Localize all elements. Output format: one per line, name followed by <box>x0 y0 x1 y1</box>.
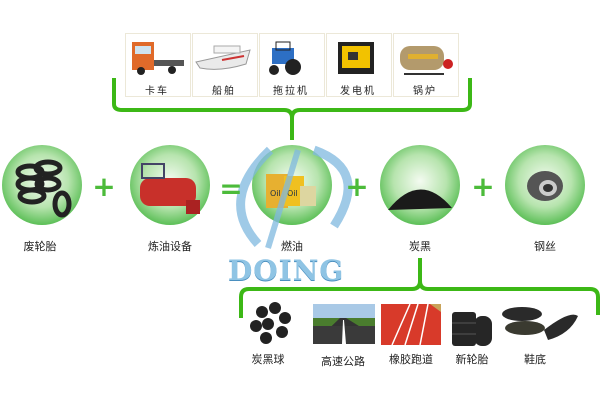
use-label-tractor: 拖拉机 <box>273 86 309 97</box>
use-label-ship: 船舶 <box>212 86 236 97</box>
steel-wire-icon <box>527 171 563 201</box>
plus-operator-3: + <box>471 170 494 203</box>
operators: + = + + <box>92 170 494 205</box>
circle-carbon-black <box>380 145 460 225</box>
plus-operator-1: + <box>92 170 115 203</box>
highway-icon <box>313 304 375 344</box>
truck-icon <box>132 42 184 75</box>
label-shoe-soles: 鞋底 <box>524 353 546 366</box>
generator-icon <box>338 42 374 74</box>
plus-operator-2: + <box>345 170 368 203</box>
carbon-black-icon <box>388 189 452 210</box>
use-label-boiler: 锅炉 <box>413 86 437 97</box>
label-new-tires: 新轮胎 <box>455 353 489 366</box>
label-steel-wire: 钢丝 <box>534 240 556 253</box>
doing-logo-text: DOING <box>228 254 345 287</box>
ship-icon <box>195 45 251 70</box>
tires-icon <box>15 159 72 218</box>
top-bracket <box>112 78 472 140</box>
label-rubber-track: 橡胶跑道 <box>389 353 433 366</box>
shoe-soles-icon <box>502 307 578 340</box>
label-highway: 高速公路 <box>321 355 365 368</box>
label-carbon-black: 炭黑 <box>409 240 431 253</box>
doing-logo-arcs <box>236 145 353 249</box>
boiler-icon <box>400 46 453 75</box>
label-fuel-oil: 燃油 <box>281 240 303 253</box>
equals-operator: = <box>219 172 242 205</box>
new-tires-icon <box>452 312 492 346</box>
use-label-truck: 卡车 <box>145 86 169 97</box>
rubber-track-icon <box>381 303 441 346</box>
svg-text:Oil: Oil <box>287 189 298 198</box>
label-carbon-balls: 炭黑球 <box>251 353 285 366</box>
use-label-generator: 发电机 <box>340 86 376 97</box>
carbon-balls-icon <box>250 302 291 344</box>
svg-text:Oil: Oil <box>270 189 281 198</box>
pyrolysis-plant-icon <box>140 163 200 214</box>
label-waste-tires: 废轮胎 <box>23 240 57 253</box>
label-plant: 炼油设备 <box>148 240 192 253</box>
bottom-bracket <box>239 258 600 318</box>
tractor-icon <box>269 41 301 75</box>
